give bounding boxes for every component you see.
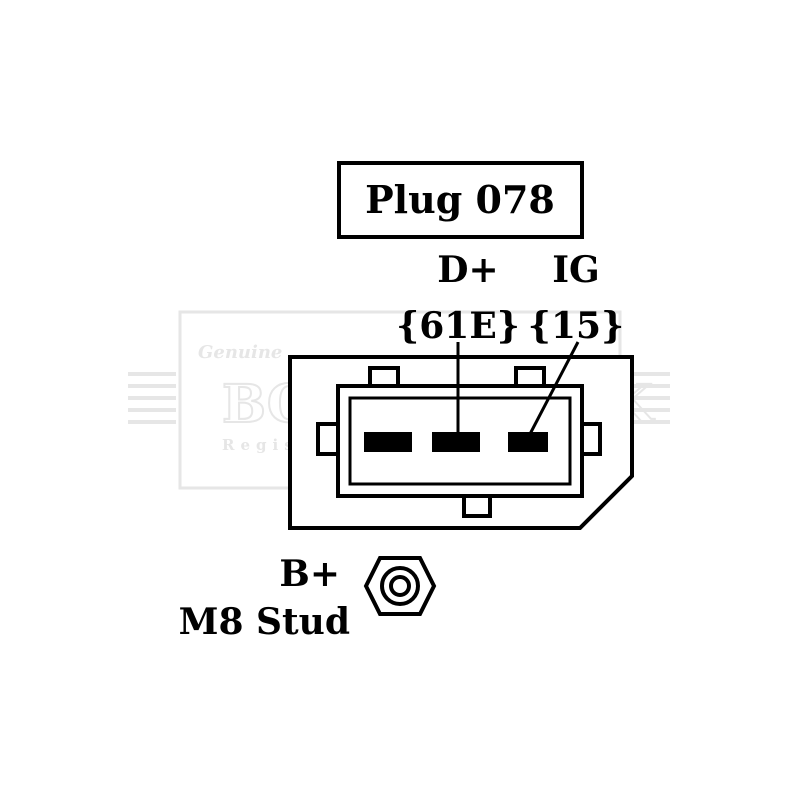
watermark-right-stripes <box>622 372 670 424</box>
nut-hexagon <box>363 556 437 616</box>
plug-label-box <box>337 161 584 239</box>
terminal-2 <box>432 432 480 452</box>
pin-name-ig: IG <box>552 249 600 291</box>
nut-ring-outer <box>380 566 420 606</box>
leader-ig <box>528 341 580 435</box>
watermark-left-stripes <box>128 372 176 424</box>
pin-code-15: {15} <box>528 305 624 347</box>
m8-stud-nut-icon <box>363 556 437 616</box>
stud-name: B+ <box>279 553 340 595</box>
pin-name-d-plus: D+ <box>437 249 498 291</box>
bottom-key <box>462 494 492 518</box>
plug-label: Plug 078 <box>365 177 555 222</box>
leader-lines <box>456 341 580 435</box>
watermark-script: Genuine <box>198 342 282 363</box>
nut-ring-inner <box>389 575 411 597</box>
terminal-1 <box>364 432 412 452</box>
pin-terminals <box>364 432 548 452</box>
pin-code-61e: {61E} <box>396 305 520 347</box>
stud-size: M8 Stud <box>179 601 350 643</box>
terminal-3 <box>508 432 548 452</box>
socket-inner <box>348 396 572 486</box>
